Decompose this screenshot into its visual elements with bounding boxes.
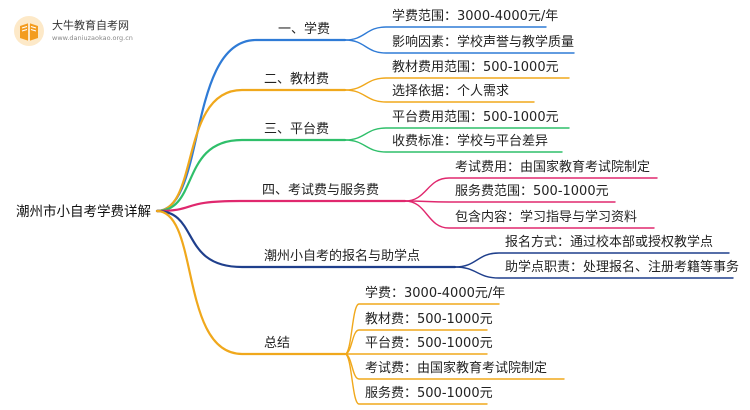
leaf-node-5-2[interactable]: 助学点职责：处理报名、注册考籍等事务 [505,260,740,275]
logo-title: 大牛教育自考网 [52,19,129,32]
branch-link-3 [155,138,347,213]
leaf-link-5-2 [454,266,734,279]
mindmap-links [155,26,734,405]
leaf-node-6-5[interactable]: 服务费：500-1000元 [365,386,493,401]
branch-link-2 [155,88,347,213]
leaf-node-6-2[interactable]: 教材费：500-1000元 [365,312,493,327]
site-logo[interactable]: 大牛教育自考网 www.daniuzaokao.org.cn [10,14,160,50]
leaf-node-5-1[interactable]: 报名方式：通过校本部或授权教学点 [505,235,714,250]
leaf-link-4-1 [404,177,658,202]
branch-node-1[interactable]: 一、学费 [278,22,331,37]
branch-node-3[interactable]: 三、平台费 [264,122,330,137]
branch-link-6 [155,209,347,356]
leaf-link-2-1 [344,77,570,91]
leaf-node-3-2[interactable]: 收费标准：学校与平台差异 [392,134,549,149]
branch-node-5[interactable]: 潮州小自考的报名与助学点 [264,249,421,264]
leaf-node-1-2[interactable]: 影响因素：学校声誉与教学质量 [392,35,575,50]
mindmap-root-node[interactable]: 潮州市小自考学费详解 [16,204,151,220]
leaf-link-5-1 [454,252,730,268]
branch-node-6[interactable]: 总结 [264,336,291,351]
leaf-node-3-1[interactable]: 平台费用范围：500-1000元 [392,110,559,125]
branch-link-5 [155,209,457,269]
branch-link-4 [155,199,407,213]
leaf-node-4-3[interactable]: 包含内容：学习指导与学习资料 [455,210,638,225]
leaf-link-1-1 [344,26,547,41]
leaf-node-1-1[interactable]: 学费范围：3000-4000元/年 [392,9,559,24]
logo-url: www.daniuzaokao.org.cn [52,34,133,42]
leaf-node-6-1[interactable]: 学费：3000-4000元/年 [365,286,506,301]
branch-node-2[interactable]: 二、教材费 [264,72,330,87]
leaf-node-2-2[interactable]: 选择依据：个人需求 [392,84,510,99]
leaf-link-3-2 [344,139,563,153]
leaf-node-6-3[interactable]: 平台费：500-1000元 [365,336,493,351]
book-icon [14,16,44,46]
leaf-link-3-1 [344,127,570,141]
branch-node-4[interactable]: 四、考试费与服务费 [262,183,380,198]
leaf-link-2-2 [344,89,535,103]
leaf-link-1-2 [344,39,575,54]
leaf-link-4-3 [404,200,655,229]
leaf-node-4-1[interactable]: 考试费用：由国家教育考试院制定 [455,160,651,175]
leaf-link-6-2 [344,329,488,355]
leaf-link-6-5 [344,353,488,405]
leaf-node-4-2[interactable]: 服务费范围：500-1000元 [455,184,609,199]
leaf-node-6-4[interactable]: 考试费：由国家教育考试院制定 [365,361,548,376]
leaf-link-4-2 [404,200,616,203]
leaf-node-2-1[interactable]: 教材费用范围：500-1000元 [392,60,559,75]
